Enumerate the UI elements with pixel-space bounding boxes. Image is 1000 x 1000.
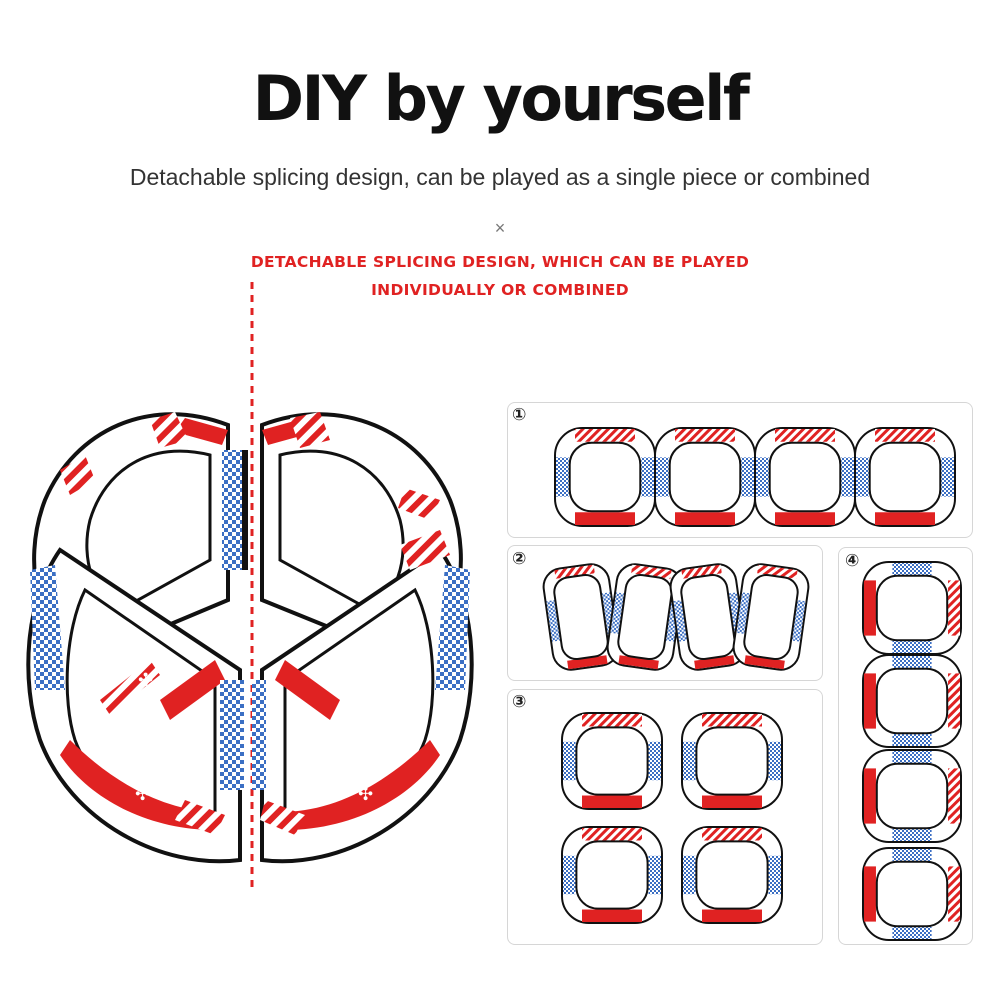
- panel-number-1: ①: [512, 405, 527, 425]
- caption-line-1: DETACHABLE SPLICING DESIGN, WHICH CAN BE…: [250, 253, 750, 271]
- page-title: DIY by yourself: [252, 62, 750, 135]
- mini-gate: [862, 847, 962, 941]
- drone-icon: ✣: [345, 670, 360, 691]
- mini-gate: [606, 563, 684, 671]
- mini-gate: [862, 654, 962, 748]
- mini-gate: [862, 749, 962, 843]
- mini-gate: [754, 427, 856, 527]
- caption-line-2: INDIVIDUALLY OR COMBINED: [371, 281, 629, 299]
- drone-icon: ✣: [138, 670, 153, 691]
- mini-gate: [542, 563, 620, 671]
- close-icon[interactable]: ×: [494, 218, 506, 238]
- left-front-frame: ✣ ✣: [26, 547, 244, 864]
- mini-gate: [862, 561, 962, 655]
- right-back-frame: [260, 412, 463, 663]
- mini-gate: [554, 427, 656, 527]
- panel-number-3: ③: [512, 692, 527, 712]
- mini-gate: [681, 826, 783, 924]
- drone-icon: ✣: [358, 784, 373, 805]
- mini-gate: [561, 826, 663, 924]
- panel-number-2: ②: [512, 549, 527, 569]
- mini-gate: [681, 712, 783, 810]
- red-caption: DETACHABLE SPLICING DESIGN, WHICH CAN BE…: [0, 248, 1000, 304]
- drone-icon: ✣: [135, 784, 150, 805]
- mini-gate: [561, 712, 663, 810]
- mini-gate: [854, 427, 956, 527]
- mini-gate: [732, 563, 810, 671]
- page-subtitle: Detachable splicing design, can be playe…: [129, 164, 871, 190]
- panel-number-4: ④: [845, 551, 860, 571]
- mini-gate: [654, 427, 756, 527]
- right-front-frame: ✣ ✣: [252, 530, 474, 864]
